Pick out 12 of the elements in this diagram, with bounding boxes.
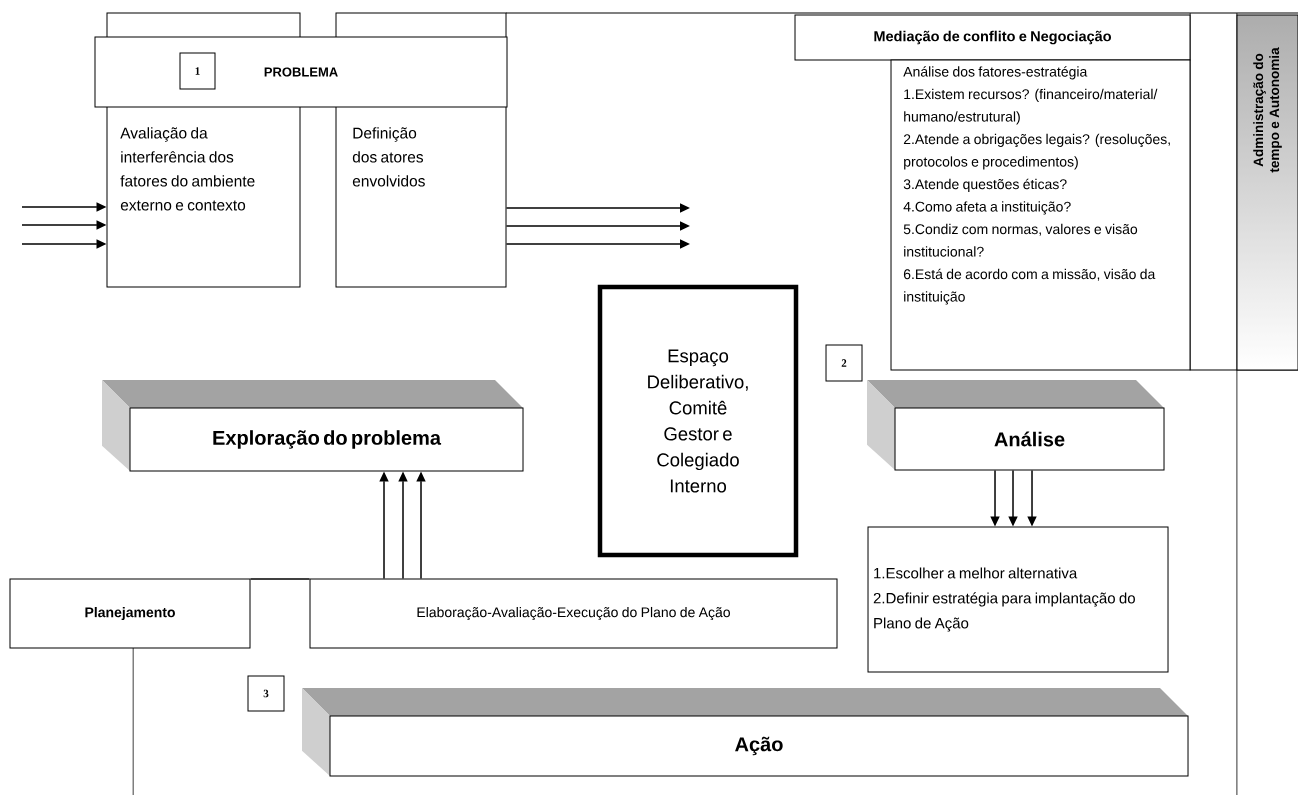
block-box: Análise: [867, 380, 1165, 471]
callout-number: 3: [247, 675, 285, 712]
central-box: Espaço Deliberativo, Comitê Gestor e Colegiado Interno: [597, 284, 799, 558]
sidebar-band: Administração do tempo e Autonomia: [1236, 14, 1298, 371]
process-box: Elaboração-Avaliação-Execução do Plano de Ação: [309, 578, 838, 649]
callout-number: 1: [179, 52, 216, 90]
process-box: Planejamento: [9, 578, 251, 649]
heading-box: Mediação de conflito e Negociação: [794, 14, 1191, 61]
result-box: 1.Escolher a melhor alternativa 2.Definir estratégia para implantação do Plano de Ação: [867, 526, 1169, 673]
block-box: Ação: [302, 688, 1189, 777]
callout-number: 2: [825, 344, 863, 382]
block-box: Exploração do problema: [102, 380, 524, 472]
